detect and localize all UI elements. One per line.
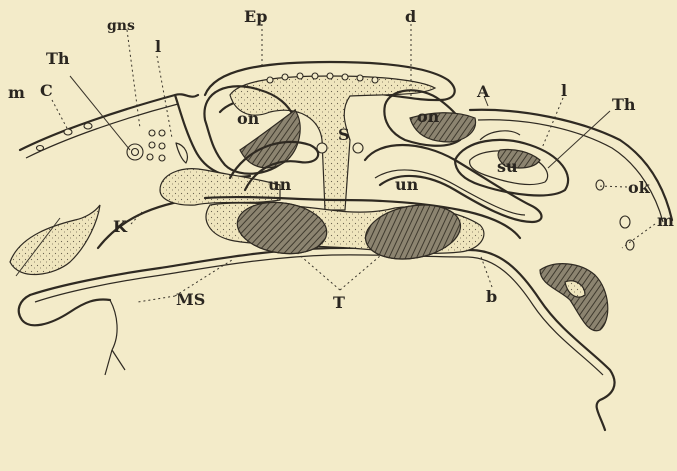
label-th-left: Th: [46, 49, 70, 68]
ganglion-mass-left: [160, 169, 280, 205]
label-su: su: [497, 157, 518, 176]
label-l-right: l: [561, 81, 567, 100]
label-ms: MS: [176, 290, 205, 309]
skin-cells-left: [37, 123, 93, 151]
left-th-group: [127, 95, 250, 177]
label-k: K: [113, 217, 128, 236]
free-cell-left: [10, 205, 100, 275]
label-b: b: [486, 287, 497, 306]
label-ok: ok: [628, 178, 651, 197]
label-on-left: on: [237, 109, 260, 128]
label-th-right: Th: [612, 95, 636, 114]
label-a: A: [476, 82, 490, 101]
label-un-right: un: [395, 175, 419, 194]
label-c: C: [40, 81, 53, 100]
label-t: T: [333, 293, 345, 312]
stalk-node-right: [353, 143, 363, 153]
free-cell-right: [540, 264, 608, 331]
label-s: S: [338, 125, 350, 144]
label-l-left: l: [155, 37, 161, 56]
label-on-right: on: [417, 107, 440, 126]
label-gns: gns: [107, 18, 135, 34]
label-m-left: m: [8, 83, 25, 102]
label-ep: Ep: [244, 7, 267, 26]
label-un-left: un: [268, 175, 292, 194]
label-d: d: [405, 7, 416, 26]
label-m-right: m: [657, 211, 674, 230]
